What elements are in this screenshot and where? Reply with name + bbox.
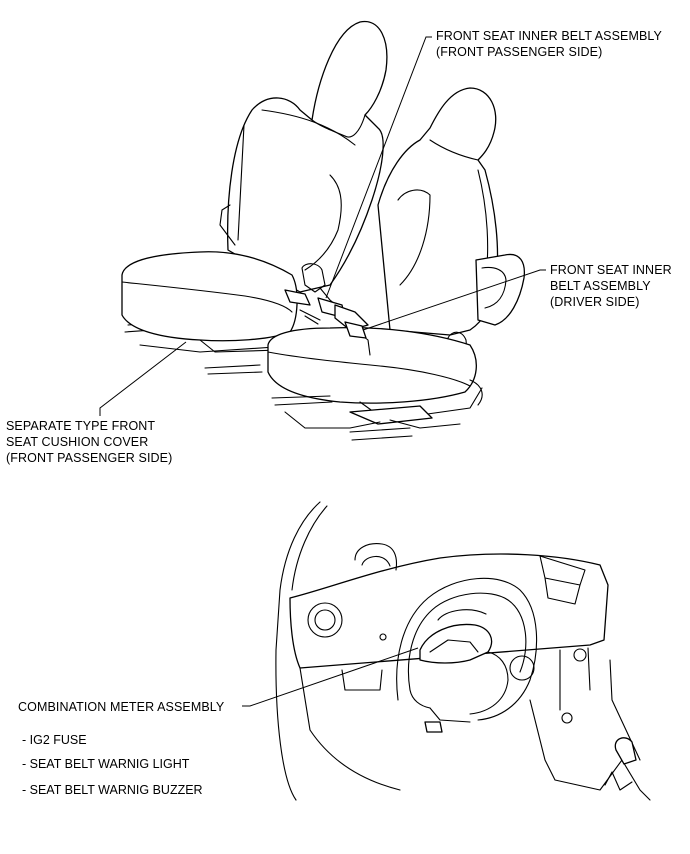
label-cushion-cover-line2: SEAT CUSHION COVER [6,435,149,449]
driver-seat [267,87,526,441]
label-cushion-cover-line3: (FRONT PASSENGER SIDE) [6,451,173,465]
label-cushion-cover-line1: SEPARATE TYPE FRONT [6,419,156,433]
meter-item-ig2-fuse: - IG2 FUSE [22,733,87,747]
seats-illustration [121,20,526,441]
label-passenger-belt-line1: FRONT SEAT INNER BELT ASSEMBLY [436,29,662,43]
meter-item-warning-buzzer: - SEAT BELT WARNIG BUZZER [22,783,203,797]
seat-leader-lines [99,36,546,416]
label-combination-meter: COMBINATION METER ASSEMBLY [18,700,225,714]
label-passenger-belt-line2: (FRONT PASSENGER SIDE) [436,45,603,59]
meter-leader-line [242,647,419,707]
label-driver-belt-line1: FRONT SEAT INNER [550,263,672,277]
driver-belt-buckle [344,321,367,339]
passenger-seat [121,20,388,375]
label-driver-belt-line3: (DRIVER SIDE) [550,295,640,309]
passenger-belt-buckle [284,263,369,331]
label-driver-belt-line2: BELT ASSEMBLY [550,279,651,293]
meter-item-warning-light: - SEAT BELT WARNIG LIGHT [22,757,190,771]
dashboard-illustration [275,501,651,801]
